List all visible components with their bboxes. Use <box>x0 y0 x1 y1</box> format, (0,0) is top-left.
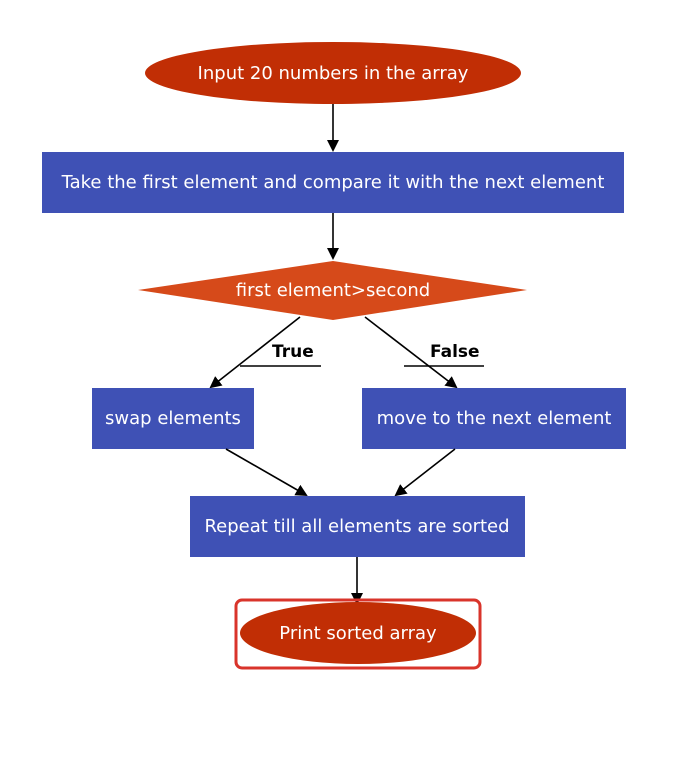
swap-label: swap elements <box>105 408 241 429</box>
edge-move-next-to-repeat <box>394 448 456 497</box>
compare-step-node <box>42 152 624 213</box>
compare-step-label: Take the first element and compare it wi… <box>61 172 605 193</box>
repeat-label: Repeat till all elements are sorted <box>204 516 509 537</box>
repeat-node <box>190 496 525 557</box>
start-node <box>145 42 521 104</box>
swap-node <box>92 388 254 449</box>
move-next-label: move to the next element <box>377 408 612 429</box>
move-next-node <box>362 388 626 449</box>
edge-swap-to-repeat <box>225 448 308 496</box>
true-label: True <box>272 342 314 362</box>
decision-node <box>138 261 527 320</box>
end-node-highlight <box>234 598 482 670</box>
edge-decision-to-move-next <box>364 316 458 389</box>
decision-label: first element>second <box>236 280 430 301</box>
end-node <box>240 602 476 664</box>
start-node-label: Input 20 numbers in the array <box>198 63 469 84</box>
false-label: False <box>430 342 480 362</box>
edge-decision-to-swap <box>209 316 301 389</box>
end-node-label: Print sorted array <box>279 623 437 644</box>
